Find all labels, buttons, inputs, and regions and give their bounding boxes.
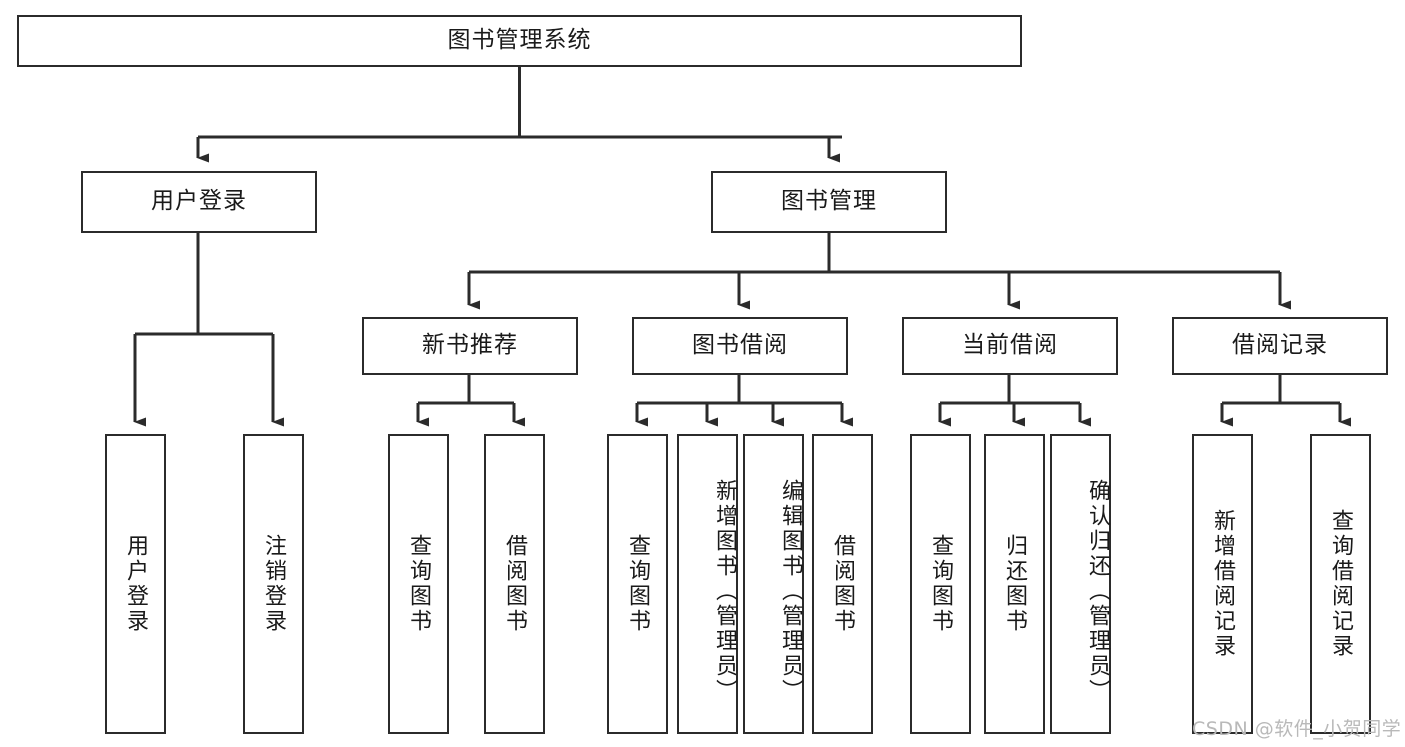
- csdn-watermark: CSDN @软件_小贺同学: [1192, 718, 1402, 740]
- node-leaf-query-borrow-record[interactable]: 查询借阅记录: [1310, 434, 1371, 734]
- node-leaf-add-borrow-record-label: 新增借阅记录: [1210, 509, 1236, 659]
- node-leaf-borrow-book-recommend-label: 借阅图书: [502, 534, 528, 634]
- node-current-borrow-label: 当前借阅: [962, 332, 1058, 359]
- node-book-manage[interactable]: 图书管理: [711, 171, 947, 233]
- node-borrow-record-label: 借阅记录: [1232, 332, 1328, 359]
- node-current-borrow[interactable]: 当前借阅: [902, 317, 1118, 375]
- node-root[interactable]: 图书管理系统: [17, 15, 1022, 67]
- node-leaf-borrow-book-recommend[interactable]: 借阅图书: [484, 434, 545, 734]
- node-leaf-edit-book-label: 编辑图书（管理员）: [778, 478, 803, 704]
- edge-group-current-borrow: [938, 375, 1091, 427]
- node-leaf-query-book-recommend-label: 查询图书: [406, 534, 432, 634]
- node-leaf-logout[interactable]: 注销登录: [243, 434, 304, 734]
- node-leaf-query-borrow-record-label: 查询借阅记录: [1328, 509, 1354, 659]
- node-leaf-query-book-recommend[interactable]: 查询图书: [388, 434, 449, 734]
- edge-group-root: [196, 67, 842, 163]
- node-borrow-record[interactable]: 借阅记录: [1172, 317, 1388, 375]
- node-leaf-add-book[interactable]: 新增图书（管理员）: [677, 434, 738, 734]
- node-book-borrow[interactable]: 图书借阅: [632, 317, 848, 375]
- node-new-book-recommend[interactable]: 新书推荐: [362, 317, 578, 375]
- node-leaf-user-login[interactable]: 用户登录: [105, 434, 166, 734]
- node-leaf-query-book-borrow[interactable]: 查询图书: [607, 434, 668, 734]
- node-leaf-return-book[interactable]: 归还图书: [984, 434, 1045, 734]
- node-leaf-add-book-label: 新增图书（管理员）: [712, 478, 737, 704]
- node-book-borrow-label: 图书借阅: [692, 332, 788, 359]
- node-user-login[interactable]: 用户登录: [81, 171, 317, 233]
- node-root-label: 图书管理系统: [447, 27, 592, 54]
- node-leaf-user-login-label: 用户登录: [123, 534, 149, 634]
- node-leaf-query-book-borrow-label: 查询图书: [625, 534, 651, 634]
- node-leaf-borrow-book-label: 借阅图书: [830, 534, 856, 634]
- edge-group-book-manage: [467, 233, 1291, 310]
- edge-group-borrow-record: [1220, 375, 1351, 427]
- edge-group-book-borrow: [635, 375, 853, 427]
- node-leaf-borrow-book[interactable]: 借阅图书: [812, 434, 873, 734]
- node-user-login-label: 用户登录: [151, 188, 247, 215]
- edge-group-user-login: [133, 233, 284, 427]
- node-leaf-add-borrow-record[interactable]: 新增借阅记录: [1192, 434, 1253, 734]
- edge-group-new-book-recommend: [416, 375, 525, 427]
- node-leaf-query-book-current[interactable]: 查询图书: [910, 434, 971, 734]
- node-leaf-edit-book[interactable]: 编辑图书（管理员）: [743, 434, 804, 734]
- node-leaf-logout-label: 注销登录: [261, 534, 287, 634]
- node-book-manage-label: 图书管理: [781, 188, 877, 215]
- node-leaf-query-book-current-label: 查询图书: [928, 534, 954, 634]
- node-new-book-recommend-label: 新书推荐: [422, 332, 518, 359]
- node-leaf-confirm-return[interactable]: 确认归还（管理员）: [1050, 434, 1111, 734]
- node-leaf-return-book-label: 归还图书: [1002, 534, 1028, 634]
- node-leaf-confirm-return-label: 确认归还（管理员）: [1085, 478, 1110, 704]
